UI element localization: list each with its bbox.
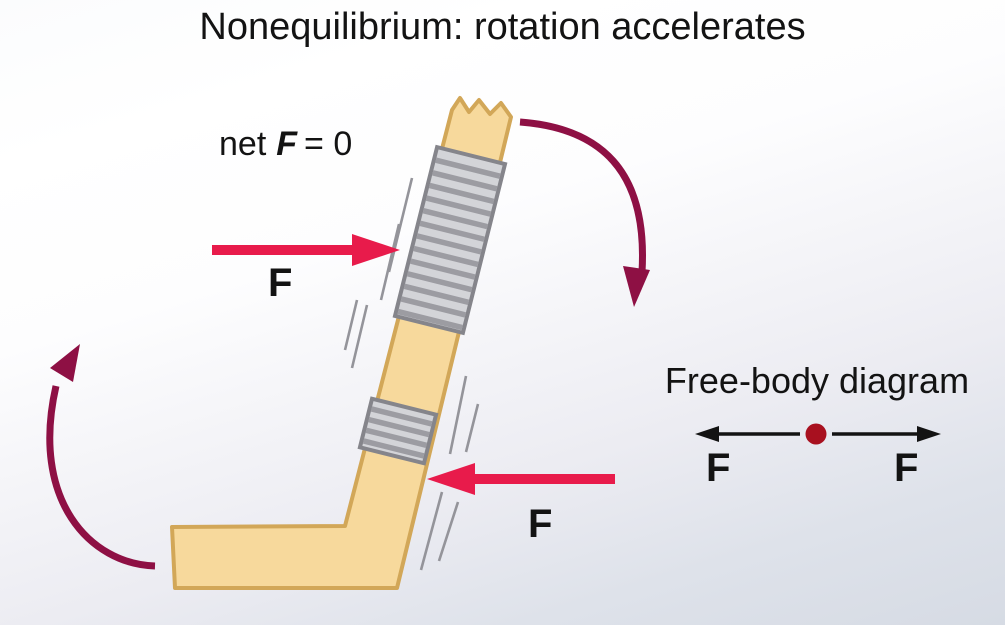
net-force-suffix: = 0 [304,125,353,163]
fbd-pivot-dot [805,423,827,445]
figure-title: Nonequilibrium: rotation accelerates [199,6,806,48]
force-label-bottom: F [528,502,553,546]
net-force-symbol: F [276,125,298,163]
fbd-force-label-right: F [894,446,919,490]
fbd-arrow-right [832,426,941,442]
tape-grip-lower [357,396,439,466]
force-arrow-left [427,463,615,495]
slip-lines-lower-right [419,491,460,571]
slip-lines-mid-left [343,299,369,369]
net-force-prefix: net [219,125,267,163]
fbd-arrow-left [695,426,800,442]
slip-lines-mid-right [448,375,480,455]
force-label-top: F [268,261,293,305]
rotation-arrow-bottom-left [46,344,156,570]
slip-lines-upper-left [379,177,414,301]
rotation-arrow-top-right [519,118,650,307]
force-arrow-right [212,234,400,266]
fbd-force-label-left: F [706,446,731,490]
tape-grip-upper [392,144,508,336]
fbd-title: Free-body diagram [664,360,970,401]
